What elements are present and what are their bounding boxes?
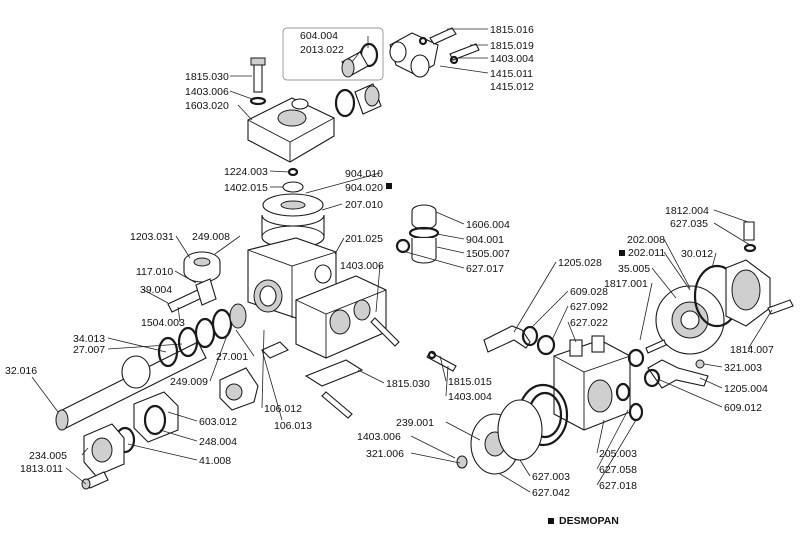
label-904-001: 904.001 <box>466 234 504 246</box>
label-321-003: 321.003 <box>724 362 762 374</box>
label-39-004: 39.004 <box>140 284 172 296</box>
label-627-058: 627.058 <box>599 464 637 476</box>
desmopan-legend: DESMOPAN <box>548 515 619 527</box>
label-1815-015: 1815.015 <box>448 376 492 388</box>
label-627-022: 627.022 <box>570 317 608 329</box>
label-904-020: 904.020 <box>345 182 383 194</box>
label-1205-004: 1205.004 <box>724 383 768 395</box>
label-904-010: 904.010 <box>345 168 383 180</box>
legend-square-marker <box>548 518 554 524</box>
label-1815-016: 1815.016 <box>490 24 534 36</box>
label-205-003: 205.003 <box>599 448 637 460</box>
label-1817-001: 1817.001 <box>604 278 648 290</box>
label-1224-003: 1224.003 <box>224 166 268 178</box>
desmopan-marker-202-011 <box>619 250 625 256</box>
label-627-042: 627.042 <box>532 487 570 499</box>
label-603-012: 603.012 <box>199 416 237 428</box>
desmopan-marker-904-020 <box>386 183 392 189</box>
label-234-005: 234.005 <box>29 450 67 462</box>
label-1606-004: 1606.004 <box>466 219 510 231</box>
label-627-092: 627.092 <box>570 301 608 313</box>
label-27-007: 27.007 <box>73 344 105 356</box>
label-35-005: 35.005 <box>618 263 650 275</box>
label-1403-006-middle: 1403.006 <box>340 260 384 272</box>
label-1403-006-top: 1403.006 <box>185 86 229 98</box>
label-627-017: 627.017 <box>466 263 504 275</box>
label-249-008: 249.008 <box>192 231 230 243</box>
label-202-011: 202.011 <box>628 247 665 259</box>
label-627-003: 627.003 <box>532 471 570 483</box>
label-201-025: 201.025 <box>345 233 383 245</box>
label-904-020-group: 904.020 <box>345 182 392 194</box>
label-627-018: 627.018 <box>599 480 637 492</box>
label-32-016: 32.016 <box>5 365 37 377</box>
leader-lines <box>31 28 773 493</box>
label-2013-022: 2013.022 <box>300 44 344 56</box>
label-1403-006-bottom: 1403.006 <box>357 431 401 443</box>
label-106-012: 106.012 <box>264 403 302 415</box>
label-27-001: 27.001 <box>216 351 248 363</box>
label-1814-007: 1814.007 <box>730 344 774 356</box>
label-609-012: 609.012 <box>724 402 762 414</box>
label-1603-020: 1603.020 <box>185 100 229 112</box>
label-1815-030-bottom: 1815.030 <box>386 378 430 390</box>
label-1203-031: 1203.031 <box>130 231 174 243</box>
part-labels: 604.004 2013.022 1815.016 1815.019 1403.… <box>5 24 774 499</box>
label-627-035: 627.035 <box>670 218 708 230</box>
label-1403-004-top: 1403.004 <box>490 53 534 65</box>
label-202-011-group: 202.011 <box>619 247 665 259</box>
label-248-004: 248.004 <box>199 436 237 448</box>
label-30-012: 30.012 <box>681 248 713 260</box>
legend-text: DESMOPAN <box>559 515 619 527</box>
label-609-028: 609.028 <box>570 286 608 298</box>
label-239-001: 239.001 <box>396 417 434 429</box>
label-1415-011: 1415.011 <box>490 68 533 80</box>
label-1403-004-bottom: 1403.004 <box>448 391 492 403</box>
label-1812-004: 1812.004 <box>665 205 709 217</box>
label-604-004: 604.004 <box>300 30 338 42</box>
label-1813-011: 1813.011 <box>20 463 63 475</box>
label-117-010: 117.010 <box>136 266 173 278</box>
label-1402-015: 1402.015 <box>224 182 268 194</box>
label-1815-030-top: 1815.030 <box>185 71 229 83</box>
label-1415-012: 1415.012 <box>490 81 534 93</box>
label-41-008: 41.008 <box>199 455 231 467</box>
label-34-013: 34.013 <box>73 333 105 345</box>
label-1205-028: 1205.028 <box>558 257 602 269</box>
label-1815-019: 1815.019 <box>490 40 534 52</box>
label-1504-003: 1504.003 <box>141 317 185 329</box>
label-321-006: 321.006 <box>366 448 404 460</box>
label-202-008: 202.008 <box>627 234 665 246</box>
label-207-010: 207.010 <box>345 199 383 211</box>
label-1505-007: 1505.007 <box>466 248 510 260</box>
label-106-013: 106.013 <box>274 420 312 432</box>
label-249-009: 249.009 <box>170 376 208 388</box>
